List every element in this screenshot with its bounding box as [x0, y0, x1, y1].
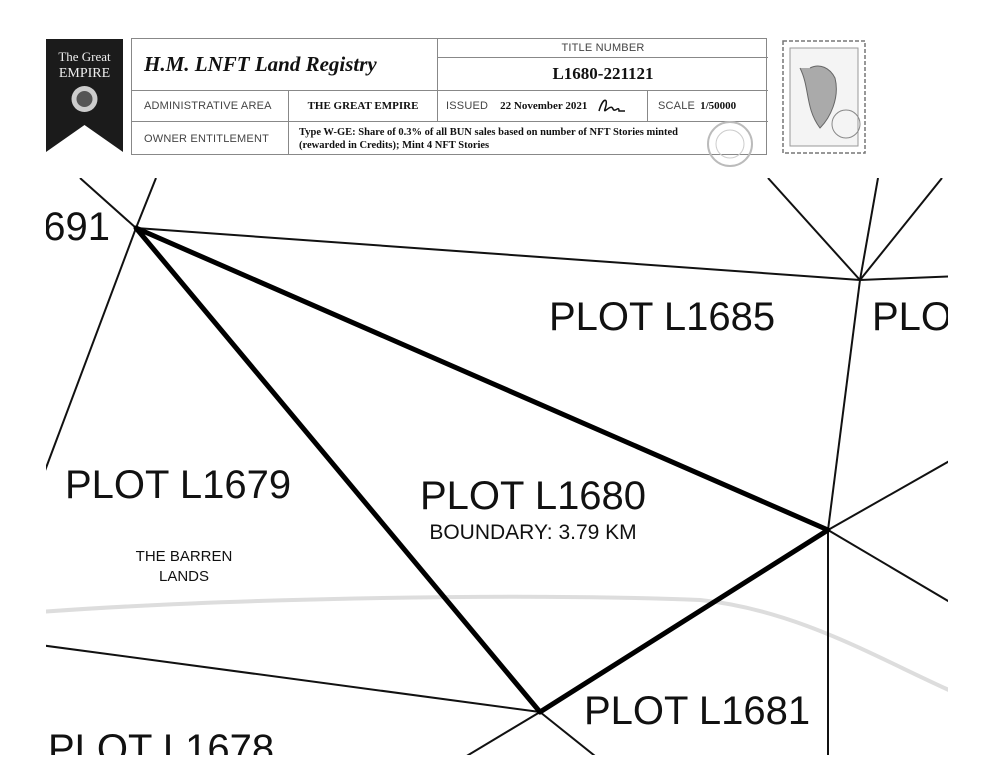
- plot-label-selected: PLOT L1680: [420, 474, 646, 518]
- registry-header: H.M. LNFT Land Registry TITLE NUMBER L16…: [131, 38, 768, 167]
- empire-badge-logo: The Great EMPIRE: [46, 39, 123, 152]
- registry-title: H.M. LNFT Land Registry: [144, 52, 377, 76]
- admin-area-label: ADMINISTRATIVE AREA: [144, 100, 272, 112]
- title-number: L1680-221121: [552, 64, 654, 83]
- owner-entitlement-line1: Type W-GE: Share of 0.3% of all BUN sale…: [299, 126, 678, 138]
- admin-area-value: THE GREAT EMPIRE: [307, 100, 419, 112]
- plot-label: PLOT L1686: [872, 295, 1000, 339]
- scale-value: 1/50000: [700, 100, 737, 112]
- issued-date: 22 November 2021: [500, 100, 588, 112]
- title-number-label: TITLE NUMBER: [561, 42, 645, 54]
- plot-boundaries: [46, 178, 948, 755]
- owner-entitlement-line2: (rewarded in Credits); Mint 4 NFT Storie…: [299, 139, 490, 151]
- plot-label: PLOT L1678: [48, 727, 274, 771]
- plot-label: PLOT L1691: [0, 205, 110, 249]
- scale-label: SCALE: [658, 100, 696, 112]
- svg-text:The Great: The Great: [58, 49, 111, 64]
- issued-label: ISSUED: [446, 100, 489, 112]
- signature-icon: [598, 99, 626, 112]
- postage-stamp-icon: [780, 38, 868, 156]
- road: [46, 594, 948, 692]
- owner-entitlement-label: OWNER ENTITLEMENT: [144, 132, 270, 145]
- boundary-length: BOUNDARY: 3.79 KM: [429, 521, 636, 544]
- plot-label: PLOT L1681: [584, 689, 810, 733]
- seal-icon: [707, 121, 753, 167]
- region-label: LANDS: [159, 568, 209, 585]
- plot-label: PLOT L1679: [65, 463, 291, 507]
- svg-text:EMPIRE: EMPIRE: [59, 66, 110, 81]
- region-label: THE BARREN: [136, 548, 233, 565]
- plot-label: PLOT L1685: [549, 295, 775, 339]
- selected-plot-boundary: [133, 225, 831, 715]
